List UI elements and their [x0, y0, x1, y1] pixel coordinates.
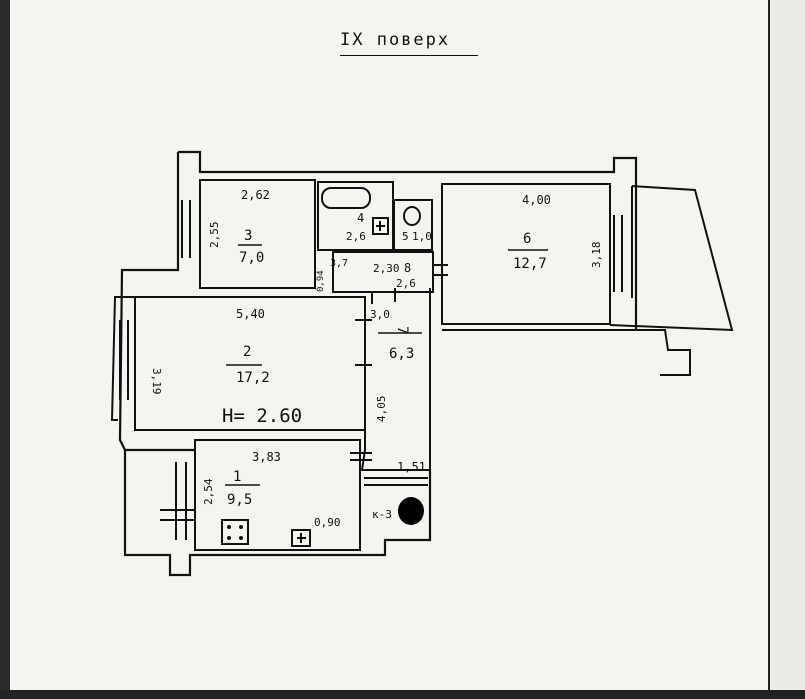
- redaction-blot: [398, 497, 424, 525]
- room-1-outline: [194, 439, 361, 551]
- plan-sheet: [10, 0, 770, 690]
- room-8-number: 8: [404, 261, 411, 275]
- room-1-area: 9,5: [227, 492, 252, 508]
- room-8-width: 2,30: [373, 262, 400, 275]
- photo-edge: [0, 690, 805, 699]
- room-1-height: 2,54: [202, 478, 215, 505]
- apartment-marker: к-3: [372, 508, 392, 521]
- room-8-outline: [332, 251, 434, 293]
- balcony-outline: [609, 185, 734, 332]
- room-2-height: 3,19: [150, 368, 163, 395]
- bathtub-icon: [321, 187, 371, 209]
- title-underline: [340, 55, 478, 56]
- room-3-height: 2,55: [208, 222, 221, 249]
- room-4-number: 4: [357, 211, 364, 225]
- room-1-width: 3,83: [252, 450, 281, 464]
- burner-icon: [239, 525, 243, 529]
- toilet-icon: [403, 206, 421, 226]
- room-2-number: 2: [243, 344, 251, 360]
- floor-title: IX поверх: [340, 30, 451, 50]
- sink-icon: [372, 217, 389, 235]
- room-6-area: 12,7: [513, 256, 547, 272]
- room-7-length: 4,05: [375, 396, 388, 423]
- room-6-width: 4,00: [522, 193, 551, 207]
- room-3-number: 3: [244, 228, 252, 244]
- room-3-width: 2,62: [241, 188, 270, 202]
- burner-icon: [239, 536, 243, 540]
- room-1-number: 1: [233, 469, 241, 485]
- room-7-area: 6,3: [389, 346, 414, 362]
- background-strip: [770, 0, 805, 699]
- burner-icon: [227, 536, 231, 540]
- room-2-width: 5,40: [236, 307, 265, 321]
- room-7-number: 7: [394, 326, 410, 334]
- room-4-area: 2,6: [346, 230, 366, 243]
- stove-icon: [221, 519, 249, 545]
- ceiling-height: H= 2.60: [222, 405, 302, 427]
- room-5-outline: [393, 199, 433, 251]
- kitchen-sink-icon: [291, 529, 311, 547]
- room-5-area: 1,0: [412, 230, 432, 243]
- burner-icon: [227, 525, 231, 529]
- room-2-area: 17,2: [236, 370, 270, 386]
- room-3-outline: [199, 179, 316, 289]
- stove-dimension: 0,90: [314, 516, 341, 529]
- room-7-width: 3,0: [370, 308, 390, 321]
- room-6-number: 6: [523, 231, 531, 247]
- passage-width: 1,51: [397, 460, 426, 474]
- small-dimension: 0,94: [316, 270, 326, 292]
- room-6-outline: [441, 183, 611, 325]
- room-6-height: 3,18: [590, 242, 603, 269]
- wall-dimension: 3,7: [330, 258, 348, 269]
- room-5-number: 5: [402, 230, 409, 243]
- room-3-area: 7,0: [239, 250, 264, 266]
- room-8-area: 2,6: [396, 277, 416, 290]
- corridor-7-outline: [360, 288, 431, 471]
